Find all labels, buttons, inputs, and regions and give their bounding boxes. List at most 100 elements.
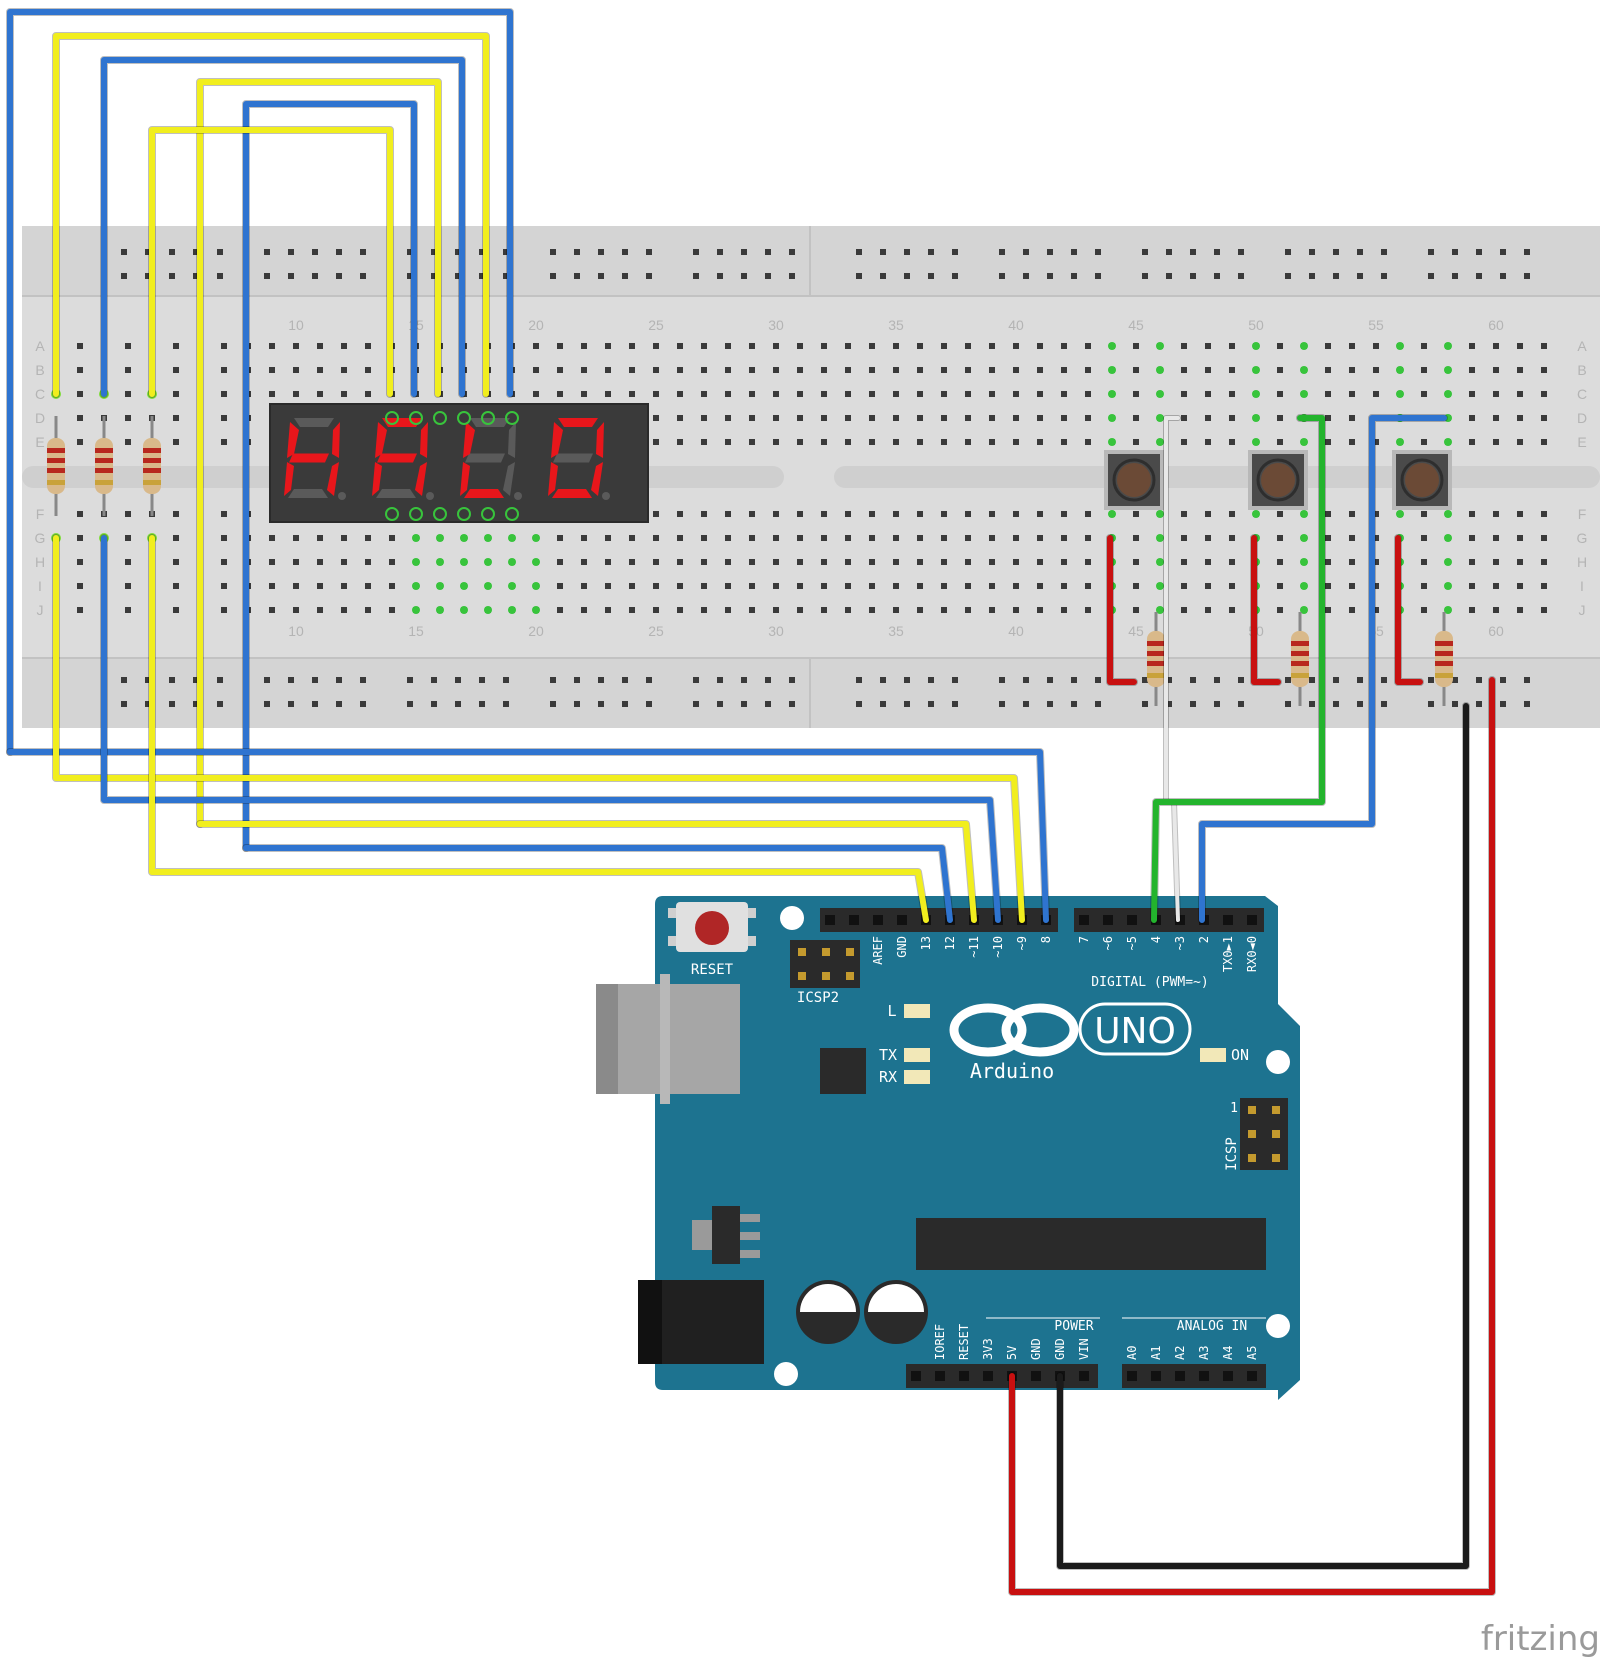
breadboard-holes <box>77 249 1547 707</box>
column-number: 20 <box>528 317 544 333</box>
analog-pin-label: A2 <box>1173 1346 1187 1360</box>
row-letter: I <box>38 578 42 594</box>
pin-label: 4 <box>1149 936 1163 943</box>
row-letter: B <box>1577 362 1586 378</box>
column-number: 35 <box>888 317 904 333</box>
wire <box>197 821 977 923</box>
wire <box>1107 535 1137 685</box>
column-number: 55 <box>1368 317 1384 333</box>
led-tx-label: TX <box>879 1046 897 1064</box>
row-letter: I <box>1580 578 1584 594</box>
wire <box>1395 535 1423 685</box>
pin-label: GND <box>895 936 909 958</box>
analog-label: ANALOG IN <box>1177 1319 1247 1334</box>
row-letter: J <box>1579 602 1586 618</box>
column-number: 25 <box>648 317 664 333</box>
power-pin-label: VIN <box>1077 1338 1091 1360</box>
row-letter: B <box>35 362 44 378</box>
row-letter: F <box>1578 506 1587 522</box>
power-pin-label: RESET <box>957 1324 971 1360</box>
power-pin-label: GND <box>1029 1338 1043 1360</box>
row-letter: G <box>35 530 46 546</box>
wire <box>149 535 929 923</box>
column-number: 50 <box>1248 317 1264 333</box>
power-pin-label: GND <box>1053 1338 1067 1360</box>
column-number: 60 <box>1488 623 1504 639</box>
row-letter: D <box>35 410 45 426</box>
wire <box>53 535 1025 923</box>
wire <box>149 127 393 397</box>
column-number: 40 <box>1008 317 1024 333</box>
column-number: 10 <box>288 623 304 639</box>
wire <box>53 33 489 397</box>
column-number: 25 <box>648 623 664 639</box>
pin-label: ~9 <box>1015 936 1029 950</box>
pin-label: 8 <box>1039 936 1053 943</box>
wire <box>7 9 513 755</box>
row-letter: C <box>1577 386 1587 402</box>
row-letter: D <box>1577 410 1587 426</box>
pin-label: 2 <box>1197 936 1211 943</box>
pin-label: ~3 <box>1173 936 1187 950</box>
pin-label: 7 <box>1077 936 1091 943</box>
pin-label: AREF <box>871 936 885 965</box>
pin-label: ~6 <box>1101 936 1115 950</box>
led-on-label: ON <box>1231 1046 1249 1064</box>
wire <box>243 845 953 923</box>
column-number: 20 <box>528 623 544 639</box>
column-number: 30 <box>768 623 784 639</box>
column-number: 45 <box>1128 317 1144 333</box>
icsp-pin1-label: 1 <box>1230 1101 1238 1116</box>
pin-label: 13 <box>919 936 933 950</box>
push-buttons <box>1104 450 1452 510</box>
wire <box>1151 415 1325 923</box>
power-pin-label: 3V3 <box>981 1338 995 1360</box>
column-number: 10 <box>288 317 304 333</box>
column-number: 45 <box>1128 623 1144 639</box>
wires <box>6 8 1496 1596</box>
resistors <box>47 389 1453 706</box>
wire <box>1251 535 1281 685</box>
icsp2-label: ICSP2 <box>797 990 839 1006</box>
power-label: POWER <box>1054 1319 1093 1334</box>
pin-label: RX0◄0 <box>1245 936 1259 972</box>
wire <box>1199 415 1447 923</box>
wire <box>197 79 441 827</box>
digital-label: DIGITAL (PWM=~) <box>1091 975 1208 990</box>
wire <box>1009 677 1495 1595</box>
reset-label: RESET <box>691 962 734 978</box>
arduino-brand: Arduino <box>970 1059 1054 1083</box>
led-l-label: L <box>887 1002 896 1020</box>
pin-label: ~11 <box>967 936 981 958</box>
wire <box>243 101 417 851</box>
wire <box>101 535 1001 923</box>
row-letter: G <box>1577 530 1588 546</box>
pin-label: ~5 <box>1125 936 1139 950</box>
board-name: UNO <box>1094 1011 1176 1052</box>
column-number: 15 <box>408 623 424 639</box>
column-number: 60 <box>1488 317 1504 333</box>
row-letter: J <box>37 602 44 618</box>
row-letter: C <box>35 386 45 402</box>
seven-segment-display <box>269 403 649 523</box>
arduino-uno-board: RESET ICSP2 AREF GND 13 1 2 ~11 ~10 ~9 8 7 ~6 ~5 4 ~3… <box>596 896 1300 1400</box>
row-letter: H <box>1577 554 1587 570</box>
pin-label: ~10 <box>991 936 1005 958</box>
row-letter: H <box>35 554 45 570</box>
column-number: 30 <box>768 317 784 333</box>
breadboard: 1010151520202525303035354040454550505555… <box>22 226 1600 728</box>
power-pin-label: 5V <box>1005 1346 1019 1360</box>
column-number: 40 <box>1008 623 1024 639</box>
row-letter: A <box>1577 338 1587 354</box>
pin-label: TX0►1 <box>1221 936 1235 972</box>
row-letter: E <box>1577 434 1586 450</box>
row-letter: E <box>35 434 44 450</box>
led-rx-label: RX <box>879 1068 897 1086</box>
analog-pin-label: A4 <box>1221 1346 1235 1360</box>
row-letter: F <box>36 506 45 522</box>
analog-pin-label: A0 <box>1125 1346 1139 1360</box>
icsp-label: ICSP <box>1224 1137 1240 1171</box>
wire <box>7 749 1049 923</box>
analog-pin-label: A3 <box>1197 1346 1211 1360</box>
